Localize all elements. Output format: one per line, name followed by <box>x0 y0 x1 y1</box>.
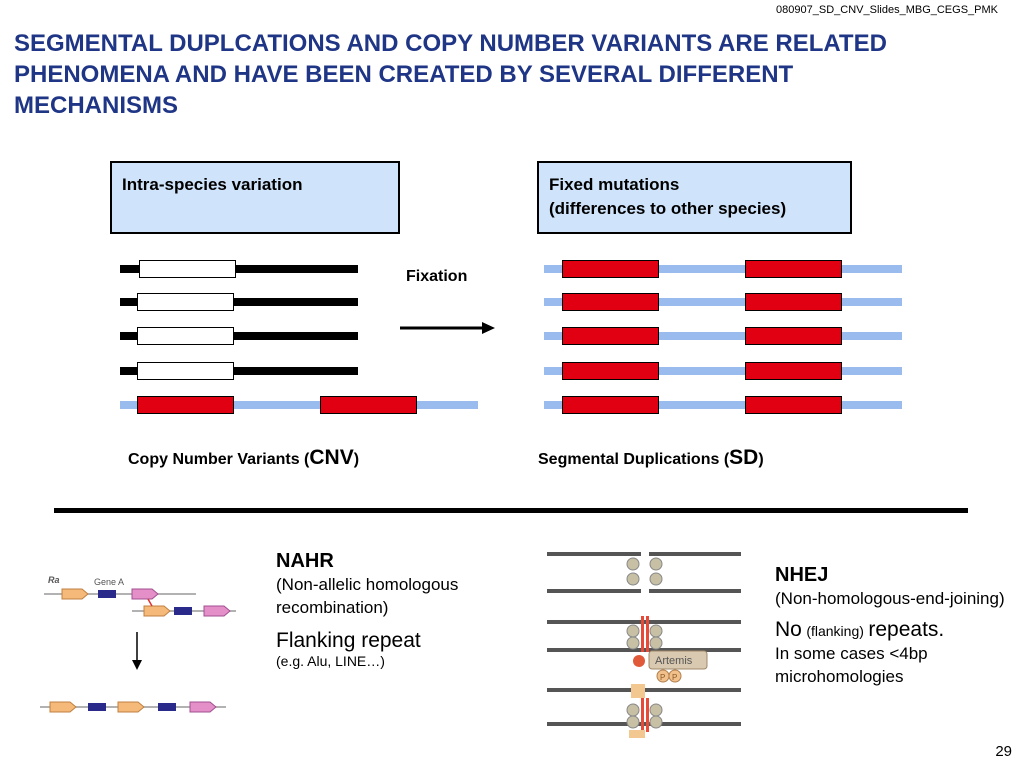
sd-caption: Segmental Duplications (SD) <box>538 446 764 470</box>
unfixed-segment <box>137 293 234 311</box>
cnv-caption-suffix: ) <box>353 451 360 468</box>
chromosome-line-blue <box>544 265 902 273</box>
unfixed-segment <box>139 260 236 278</box>
duplicated-segment <box>320 396 417 414</box>
fixed-mutations-label: Fixed mutations <box>549 175 680 194</box>
chromosome-line-blue <box>544 367 902 375</box>
duplicated-segment <box>562 362 659 380</box>
duplicated-segment <box>745 260 842 278</box>
fixed-mutations-sublabel: (differences to other species) <box>549 199 787 218</box>
gene-a-label: Gene A <box>94 577 124 587</box>
nhej-text: NHEJ (Non-homologous-end-joining) No (fl… <box>775 564 1005 688</box>
no-word: No <box>775 618 802 641</box>
flanking-repeat-label: Flanking repeat <box>276 629 421 652</box>
intra-species-label: Intra-species variation <box>122 175 303 194</box>
slide-title: SEGMENTAL DUPLCATIONS AND COPY NUMBER VA… <box>14 30 887 119</box>
section-divider <box>54 508 968 513</box>
duplicated-segment <box>745 362 842 380</box>
fixed-mutations-box: Fixed mutations (differences to other sp… <box>537 161 852 234</box>
chromosome-line-blue <box>544 401 902 409</box>
duplicated-segment <box>562 260 659 278</box>
duplicated-segment <box>745 327 842 345</box>
unfixed-segment <box>137 362 234 380</box>
nahr-text: NAHR (Non-allelic homologous recombinati… <box>276 550 516 669</box>
page-number: 29 <box>995 743 1012 760</box>
nhej-figure: Artemis P P <box>547 548 741 738</box>
chromosome-line <box>120 367 358 375</box>
cnv-caption: Copy Number Variants (CNV) <box>128 446 359 470</box>
duplicated-segment <box>562 396 659 414</box>
p-label: P <box>660 673 665 682</box>
cnv-caption-prefix: Copy Number Variants ( <box>128 451 310 468</box>
no-flanking-repeats: No (flanking) repeats. <box>775 618 1005 642</box>
duplicated-segment <box>562 293 659 311</box>
chromosome-line <box>120 298 358 306</box>
duplicated-segment <box>137 396 234 414</box>
unfixed-segment <box>137 327 234 345</box>
nahr-figure-tag: Ra <box>48 575 60 585</box>
nahr-figure: Ra Gene A <box>40 575 236 713</box>
nahr-description: (Non-allelic homologous recombination) <box>276 575 459 617</box>
flanking-word: (flanking) <box>806 623 864 639</box>
fixation-arrow-icon <box>400 322 495 334</box>
chromosome-line-blue <box>544 298 902 306</box>
artemis-label: Artemis <box>655 655 693 667</box>
chromosome-line <box>120 265 358 273</box>
sd-caption-prefix: Segmental Duplications ( <box>538 451 730 468</box>
fixation-label: Fixation <box>406 268 468 285</box>
nhej-description: (Non-homologous-end-joining) <box>775 589 1005 608</box>
duplicated-segment <box>745 293 842 311</box>
duplicated-segment <box>562 327 659 345</box>
cnv-abbr: CNV <box>309 446 354 469</box>
nahr-heading: NAHR <box>276 550 334 572</box>
microhomology-note: In some cases <4bp microhomologies <box>775 644 928 686</box>
intra-species-box: Intra-species variation <box>110 161 400 234</box>
slide-id: 080907_SD_CNV_Slides_MBG_CEGS_PMK <box>776 4 998 16</box>
chromosome-line-blue <box>544 332 902 340</box>
flanking-repeat-example: (e.g. Alu, LINE…) <box>276 653 385 669</box>
duplicated-segment <box>745 396 842 414</box>
sd-caption-suffix: ) <box>758 451 764 468</box>
nhej-heading: NHEJ <box>775 564 829 586</box>
chromosome-line-blue <box>120 401 478 409</box>
sd-abbr: SD <box>729 446 759 469</box>
repeats-word: repeats. <box>868 618 945 641</box>
chromosome-line <box>120 332 358 340</box>
p-label: P <box>672 673 677 682</box>
